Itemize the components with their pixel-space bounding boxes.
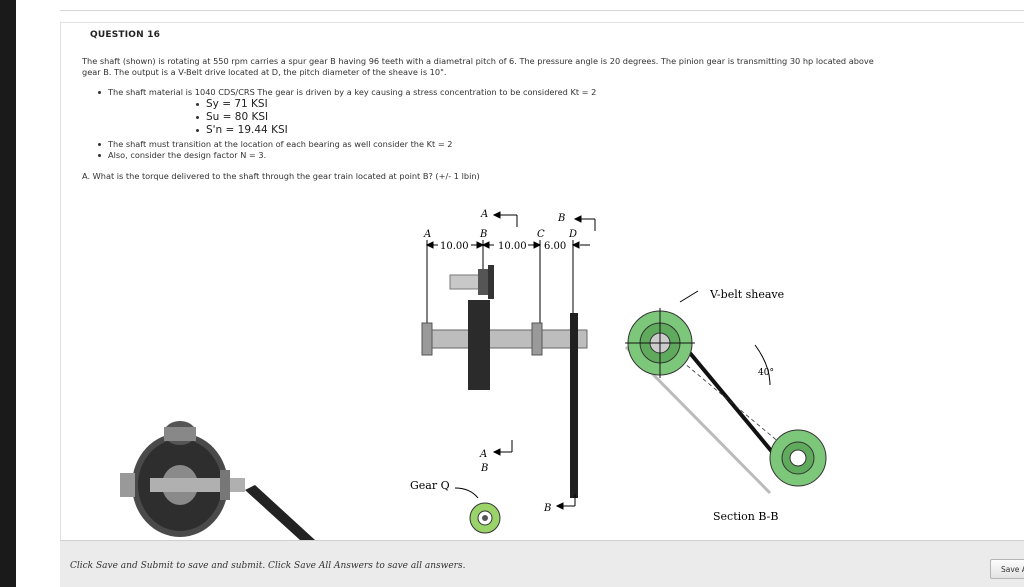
question-card-border xyxy=(60,22,1024,23)
bullet-dot-icon xyxy=(98,143,101,146)
footer-bar: Click Save and Submit to save and submit… xyxy=(60,540,1024,587)
pinion-gear xyxy=(449,265,494,299)
top-divider xyxy=(60,10,1024,11)
vbelt-sheave-label: V-belt sheave xyxy=(709,288,784,301)
question-title: QUESTION 16 xyxy=(90,30,161,40)
sub-bullet-su: Su = 80 KSI xyxy=(196,111,268,123)
sub-bullet-su-text: Su = 80 KSI xyxy=(206,111,269,123)
dimension-ab: 10.00 xyxy=(440,241,469,252)
bullet-material: The shaft material is 1040 CDS/CRS The g… xyxy=(98,87,596,97)
bullet-design-factor: Also, consider the design factor N = 3. xyxy=(98,150,266,160)
main-shaft xyxy=(421,300,588,498)
sub-bullet-sy: Sy = 71 KSI xyxy=(196,98,268,110)
section-a-label: A xyxy=(480,209,488,220)
section-arrows-bottom xyxy=(454,440,576,510)
section-b-bottom-label: B xyxy=(480,463,488,474)
section-b2-label: B xyxy=(543,503,551,514)
bullet-material-text: The shaft material is 1040 CDS/CRS The g… xyxy=(108,87,597,97)
bullet-transition: The shaft must transition at the locatio… xyxy=(98,139,453,149)
point-d-label: D xyxy=(568,229,577,240)
bullet-dot-icon xyxy=(196,102,199,106)
bullet-dot-icon xyxy=(196,128,199,132)
point-b-label: B xyxy=(479,229,487,240)
point-a-label: A xyxy=(423,229,431,240)
bullet-dot-icon xyxy=(98,91,101,94)
sub-bullet-sy-text: Sy = 71 KSI xyxy=(206,98,268,110)
intro-line-1: The shaft (shown) is rotating at 550 rpm… xyxy=(82,56,874,66)
dimension-cd: 6.00 xyxy=(544,241,566,252)
left-dark-bar xyxy=(0,0,16,587)
save-instructions: Click Save and Submit to save and submit… xyxy=(70,561,466,571)
shaft-figure: A B A B C D 10.00 10.00 6.00 xyxy=(70,195,950,540)
intro-line-2: gear B. The output is a V-Belt drive loc… xyxy=(82,67,447,77)
dimension-lines xyxy=(425,240,590,325)
gear-q-label: Gear Q xyxy=(410,479,450,492)
gear-assembly-3d xyxy=(120,421,315,540)
section-b-label: B xyxy=(557,213,565,224)
sub-bullet-sn: S'n = 19.44 KSI xyxy=(196,124,288,136)
section-bb-label: Section B-B xyxy=(713,510,778,523)
vbelt-drive xyxy=(624,290,827,495)
bullet-dot-icon xyxy=(196,115,199,119)
angle-label: 40° xyxy=(758,368,774,378)
section-a-bottom-label: A xyxy=(479,449,487,460)
bullet-design-factor-text: Also, consider the design factor N = 3. xyxy=(108,150,267,160)
section-arrows-top xyxy=(492,211,596,231)
part-a-question: A. What is the torque delivered to the s… xyxy=(82,171,480,181)
point-c-label: C xyxy=(537,229,545,240)
sub-bullet-sn-text: S'n = 19.44 KSI xyxy=(206,124,288,136)
dimension-bc: 10.00 xyxy=(498,241,527,252)
question-card-left-border xyxy=(60,22,61,540)
bullet-transition-text: The shaft must transition at the locatio… xyxy=(108,139,453,149)
save-all-answers-button[interactable]: Save All Answers xyxy=(990,559,1024,579)
shaft-diagram: A B A B C D 10.00 10.00 6.00 xyxy=(120,209,827,540)
bullet-dot-icon xyxy=(98,154,101,157)
gear-q xyxy=(469,502,501,534)
question-intro: The shaft (shown) is rotating at 550 rpm… xyxy=(82,56,922,78)
